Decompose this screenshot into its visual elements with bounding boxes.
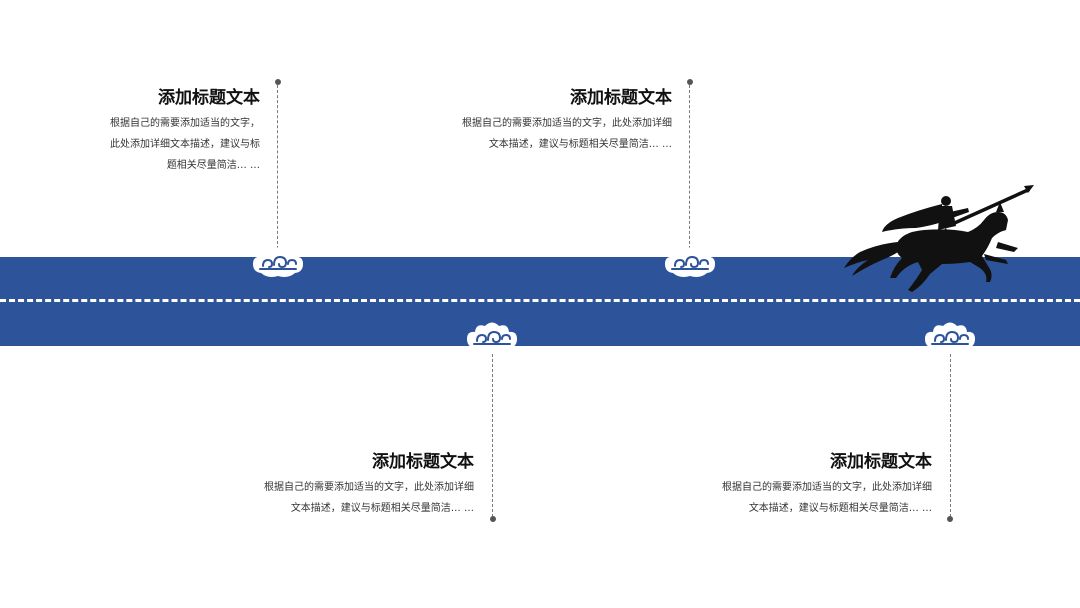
milestone-4-dot	[947, 516, 953, 522]
milestone-4-desc-line: 文本描述，建议与标题相关尽量简洁… …	[748, 503, 932, 514]
milestone-3-desc-line: 文本描述，建议与标题相关尽量简洁… …	[290, 503, 474, 514]
milestone-3-desc: 根据自己的需要添加适当的文字，此处添加详细 文本描述，建议与标题相关尽量简洁… …	[222, 477, 474, 519]
milestone-1-title: 添加标题文本	[158, 88, 260, 108]
milestone-1-connector	[277, 85, 278, 249]
milestone-2-text: 添加标题文本 根据自己的需要添加适当的文字，此处添加详细 文本描述，建议与标题相…	[420, 87, 672, 155]
milestone-4-title: 添加标题文本	[830, 452, 932, 472]
milestone-1-desc-line: 此处添加详细文本描述，建议与标	[110, 139, 260, 150]
road-center-dash	[0, 299, 1080, 302]
cloud-icon	[922, 320, 978, 354]
milestone-4-desc-line: 根据自己的需要添加适当的文字，此处添加详细	[722, 482, 932, 493]
milestone-3-desc-line: 根据自己的需要添加适当的文字，此处添加详细	[264, 482, 474, 493]
cloud-icon	[250, 245, 306, 279]
milestone-1-dot	[275, 79, 281, 85]
milestone-4-connector	[950, 354, 951, 517]
milestone-2-connector	[689, 85, 690, 249]
milestone-4-desc: 根据自己的需要添加适当的文字，此处添加详细 文本描述，建议与标题相关尽量简洁… …	[680, 477, 932, 519]
milestone-2-title: 添加标题文本	[570, 88, 672, 108]
milestone-2-desc-line: 根据自己的需要添加适当的文字，此处添加详细	[462, 118, 672, 129]
milestone-2-desc: 根据自己的需要添加适当的文字，此处添加详细 文本描述，建议与标题相关尽量简洁… …	[420, 113, 672, 155]
milestone-3-connector	[492, 354, 493, 517]
milestone-3-text: 添加标题文本 根据自己的需要添加适当的文字，此处添加详细 文本描述，建议与标题相…	[222, 451, 474, 519]
milestone-1-desc-line: 题相关尽量简洁… …	[166, 160, 260, 171]
milestone-1-desc-line: 根据自己的需要添加适当的文字，	[110, 118, 260, 129]
milestone-3-title: 添加标题文本	[372, 452, 474, 472]
milestone-1-desc: 根据自己的需要添加适当的文字， 此处添加详细文本描述，建议与标 题相关尽量简洁……	[80, 113, 260, 176]
milestone-3-dot	[490, 516, 496, 522]
milestone-1-text: 添加标题文本 根据自己的需要添加适当的文字， 此处添加详细文本描述，建议与标 题…	[80, 87, 260, 176]
milestone-2-desc-line: 文本描述，建议与标题相关尽量简洁… …	[488, 139, 672, 150]
cloud-icon	[464, 320, 520, 354]
milestone-2-dot	[687, 79, 693, 85]
cloud-icon	[662, 245, 718, 279]
milestone-4-text: 添加标题文本 根据自己的需要添加适当的文字，此处添加详细 文本描述，建议与标题相…	[680, 451, 932, 519]
horseman-silhouette-icon	[838, 182, 1036, 298]
